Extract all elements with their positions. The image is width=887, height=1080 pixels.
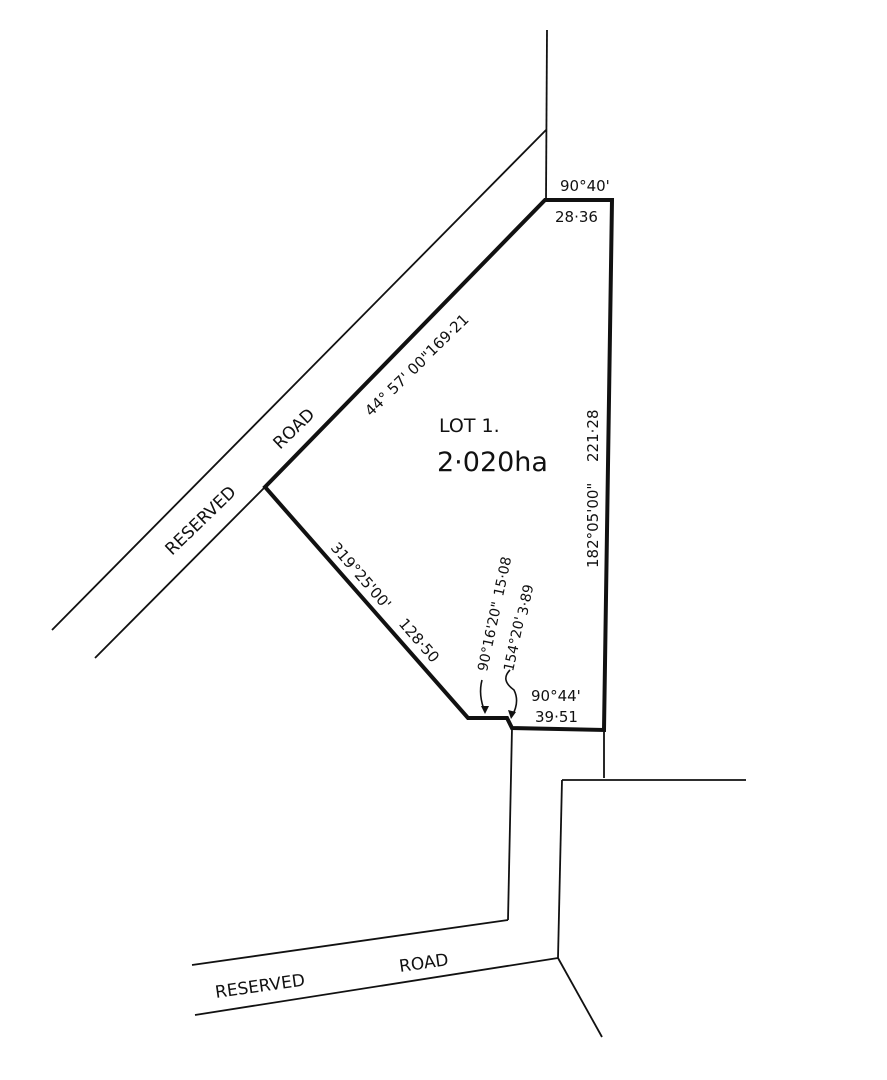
north-adjoining-boundary [545, 29, 548, 201]
road-outer-edge [51, 129, 547, 631]
adjoining-splay [557, 957, 603, 1038]
bottom-road-south-edge [194, 957, 559, 1016]
lot-boundary[interactable] [262, 198, 615, 733]
road-inner-edge-lower [94, 486, 266, 659]
arrow-leader-2 [505, 669, 518, 717]
step2-bearing: 154°20' [501, 615, 528, 673]
lane-west-edge [507, 727, 513, 921]
bottom-road-north-edge [191, 919, 509, 966]
north-bearing: 90°40' [560, 177, 610, 195]
road-label-bottom-word1: RESERVED [214, 971, 306, 1003]
arrowhead-icon [481, 706, 489, 714]
east-bearing: 182°05'00" [584, 483, 602, 568]
thin-lines [51, 29, 746, 1038]
step1-distance: 15·08 [491, 555, 515, 598]
east-distance: 221·28 [584, 410, 602, 463]
lot-area: 2·020ha [437, 447, 548, 478]
step2-distance: 3·89 [515, 583, 537, 617]
adjoining-west-edge [557, 779, 563, 959]
north-distance: 28·36 [555, 208, 598, 226]
road-label-diagonal-word1: RESERVED [162, 482, 241, 559]
sw-bearing: 319°25'00' [327, 539, 395, 613]
lot-name: LOT 1. [439, 415, 500, 437]
road-label-bottom-word2: ROAD [398, 950, 450, 977]
south-distance: 39·51 [535, 708, 578, 726]
arrowhead-icon [508, 710, 516, 719]
nw-bearing: 44° 57' 00" [361, 348, 435, 420]
step1-bearing: 90°16'20" [475, 600, 505, 673]
south-bearing: 90°44' [531, 687, 581, 705]
road-label-diagonal-word2: ROAD [270, 405, 320, 454]
